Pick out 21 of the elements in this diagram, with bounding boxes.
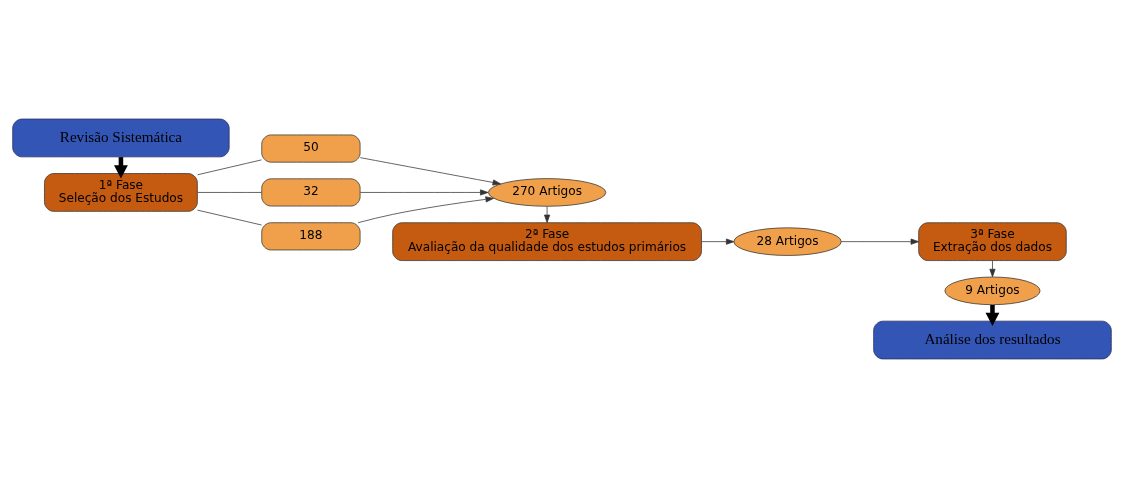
connector bbox=[197, 159, 262, 176]
node-box: 188 bbox=[261, 222, 361, 251]
connector bbox=[197, 192, 262, 193]
arrow bbox=[359, 189, 489, 196]
connector bbox=[197, 209, 262, 226]
arrow bbox=[840, 238, 919, 245]
node-ellipse: 9 Artigos bbox=[944, 276, 1041, 306]
node-box: 2ª Fase Avaliação da qualidade dos estudos primários bbox=[392, 222, 702, 261]
node-box: Análise dos resultados bbox=[873, 320, 1112, 360]
arrow bbox=[989, 260, 996, 278]
arrow bbox=[359, 157, 501, 186]
node-box: Revisão Sistemática bbox=[12, 118, 230, 158]
node-box: 32 bbox=[261, 178, 361, 207]
node-box: 50 bbox=[261, 134, 361, 163]
node-ellipse: 28 Artigos bbox=[733, 227, 842, 256]
arrow bbox=[357, 196, 494, 224]
arrow bbox=[701, 238, 735, 245]
node-box: 1ª Fase Seleção dos Estudos bbox=[44, 173, 198, 212]
arrow bbox=[985, 305, 1000, 326]
node-box: 3ª Fase Extração dos dados bbox=[918, 222, 1067, 261]
arrow bbox=[544, 206, 551, 223]
